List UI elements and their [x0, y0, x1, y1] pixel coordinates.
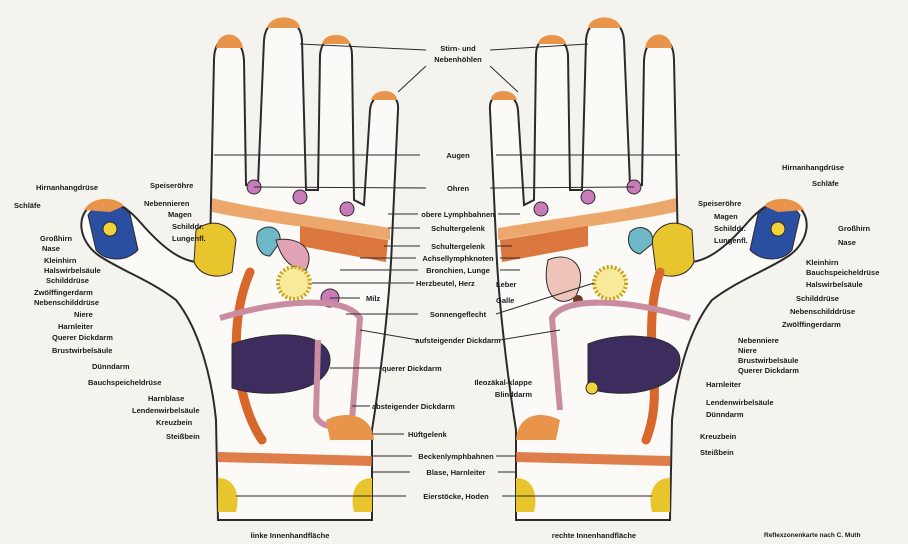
- label-left-magen: Magen: [168, 210, 192, 219]
- left-yellow-region: [194, 223, 236, 276]
- label-left-kreuzbein: Kreuzbein: [156, 418, 192, 427]
- label-achsel: Achsellymphknoten: [422, 254, 493, 263]
- label-right-duenndarm: Dünndarm: [706, 410, 744, 419]
- right-appendix: [586, 382, 598, 394]
- left-solar-plexus: [278, 267, 310, 299]
- label-left-hirnanhang: Hirnanhangdrüse: [36, 183, 98, 192]
- label-left-schilddr2: Schilddr.: [172, 222, 204, 231]
- label-left-grosshirn: Großhirn: [40, 234, 72, 243]
- label-left-nebennieren: Nebennieren: [144, 199, 189, 208]
- right-solar-plexus: [594, 267, 626, 299]
- label-left-querer: Querer Dickdarm: [52, 333, 113, 342]
- label-right-schilddruese: Schilddrüse: [796, 294, 839, 303]
- right-hand-outline: [490, 19, 807, 520]
- label-left-niere: Niere: [74, 310, 93, 319]
- right-hand: [490, 18, 807, 521]
- label-right-schilddr2: Schilddr.: [714, 224, 746, 233]
- label-right-galle: Galle: [496, 296, 514, 305]
- label-right-niere: Niere: [738, 346, 757, 355]
- label-stirn: Stirn- und: [440, 44, 475, 53]
- label-obere-lymph: obere Lymphbahnen: [421, 210, 494, 219]
- label-right-kreuzbein: Kreuzbein: [700, 432, 736, 441]
- label-right-speiseroehre: Speiseröhre: [698, 199, 741, 208]
- label-left-schilddruese: Schilddrüse: [46, 276, 89, 285]
- label-right-ileo: Ileozäkal-klappe: [474, 378, 532, 387]
- label-hueftgelenk: Hüftgelenk: [408, 430, 447, 439]
- label-right-zwoelf: Zwölffingerdarm: [782, 320, 841, 329]
- label-right-bauchspeichel: Bauchspeicheldrüse: [806, 268, 879, 277]
- label-nebenhoehlen: Nebenhöhlen: [434, 55, 482, 64]
- label-sonnengeflecht: Sonnengeflecht: [430, 310, 486, 319]
- left-ear-dot: [340, 202, 354, 216]
- right-tip-index: [645, 35, 672, 49]
- label-becken: Beckenlymphbahnen: [418, 452, 493, 461]
- left-tip-middle: [267, 18, 300, 29]
- caption-right-hand: rechte Innenhandfläche: [552, 531, 636, 540]
- label-blase: Blase, Harnleiter: [426, 468, 485, 477]
- label-left-duenndarm: Dünndarm: [92, 362, 130, 371]
- left-tip-ring: [322, 35, 350, 44]
- right-tip-ring: [538, 35, 566, 44]
- label-right-grosshirn: Großhirn: [838, 224, 870, 233]
- label-left-schlaefe: Schläfe: [14, 201, 41, 210]
- right-liver: [546, 257, 580, 301]
- label-right-lendenwirbel: Lendenwirbelsäule: [706, 398, 774, 407]
- label-right-kleinhirn: Kleinhirn: [806, 258, 839, 267]
- label-left-harnblase: Harnblase: [148, 394, 184, 403]
- label-left-harnleiter: Harnleiter: [58, 322, 93, 331]
- right-tip-little: [491, 91, 517, 100]
- right-ear-dot: [581, 190, 595, 204]
- left-ear-dot: [293, 190, 307, 204]
- label-left-zwoelf: Zwölffingerdarm: [34, 288, 93, 297]
- label-aufsteigender: aufsteigender Dickdarm: [415, 336, 500, 345]
- label-right-nebenniere: Nebenniere: [738, 336, 779, 345]
- label-right-halswirbel: Halswirbelsäule: [806, 280, 863, 289]
- label-right-nebenschild: Nebenschilddrüse: [790, 307, 855, 316]
- label-right-magen: Magen: [714, 212, 738, 221]
- label-left-nase: Nase: [42, 244, 60, 253]
- left-tip-index: [216, 35, 243, 49]
- label-right-lungenfl: Lungenfl.: [714, 236, 748, 245]
- label-right-blinddarm: Blinddarm: [495, 390, 532, 399]
- label-schultergelenk: Schultergelenk: [431, 224, 485, 233]
- caption-left-hand: linke Innenhandfläche: [251, 531, 330, 540]
- left-thumb-gland: [103, 222, 117, 236]
- label-right-steissbein: Steißbein: [700, 448, 734, 457]
- label-left-steissbein: Steißbein: [166, 432, 200, 441]
- right-ear-dot: [534, 202, 548, 216]
- caption-credit: Reflexzonenkarte nach C. Muth: [764, 531, 860, 540]
- label-augen: Augen: [446, 151, 469, 160]
- label-right-hirnanhang: Hirnanhangdrüse: [782, 163, 844, 172]
- right-thumb-gland: [771, 222, 785, 236]
- label-left-lendenwirbel: Lendenwirbelsäule: [132, 406, 200, 415]
- label-left-halswirbel: Halswirbelsäule: [44, 266, 101, 275]
- label-right-schlaefe: Schläfe: [812, 179, 839, 188]
- label-milz: Milz: [366, 294, 380, 303]
- label-left-lungenfl: Lungenfl.: [172, 234, 206, 243]
- label-left-brustwirbel: Brustwirbelsäule: [52, 346, 112, 355]
- label-right-querer: Querer Dickdarm: [738, 366, 799, 375]
- label-left-nebenschild: Nebenschilddrüse: [34, 298, 99, 307]
- label-herz: Herzbeutel, Herz: [416, 279, 475, 288]
- label-right-leber: Leber: [496, 280, 516, 289]
- label-absteigender: absteigender Dickdarm: [372, 402, 455, 411]
- label-right-brustwirbel: Brustwirbelsäule: [738, 356, 798, 365]
- left-hand: [81, 18, 398, 521]
- label-left-bauchspeichel: Bauchspeicheldrüse: [88, 378, 161, 387]
- label-right-harnleiter: Harnleiter: [706, 380, 741, 389]
- label-left-kleinhirn: Kleinhirn: [44, 256, 77, 265]
- label-ohren: Ohren: [447, 184, 469, 193]
- label-left-speiseroehre: Speiseröhre: [150, 181, 193, 190]
- label-schultergelenk2: Schultergelenk: [431, 242, 485, 251]
- label-eierstoecke: Eierstöcke, Hoden: [423, 492, 488, 501]
- right-tip-middle: [588, 18, 621, 29]
- label-right-nase: Nase: [838, 238, 856, 247]
- label-bronchien: Bronchien, Lunge: [426, 266, 490, 275]
- label-querer-center: querer Dickdarm: [382, 364, 442, 373]
- left-tip-little: [371, 91, 397, 100]
